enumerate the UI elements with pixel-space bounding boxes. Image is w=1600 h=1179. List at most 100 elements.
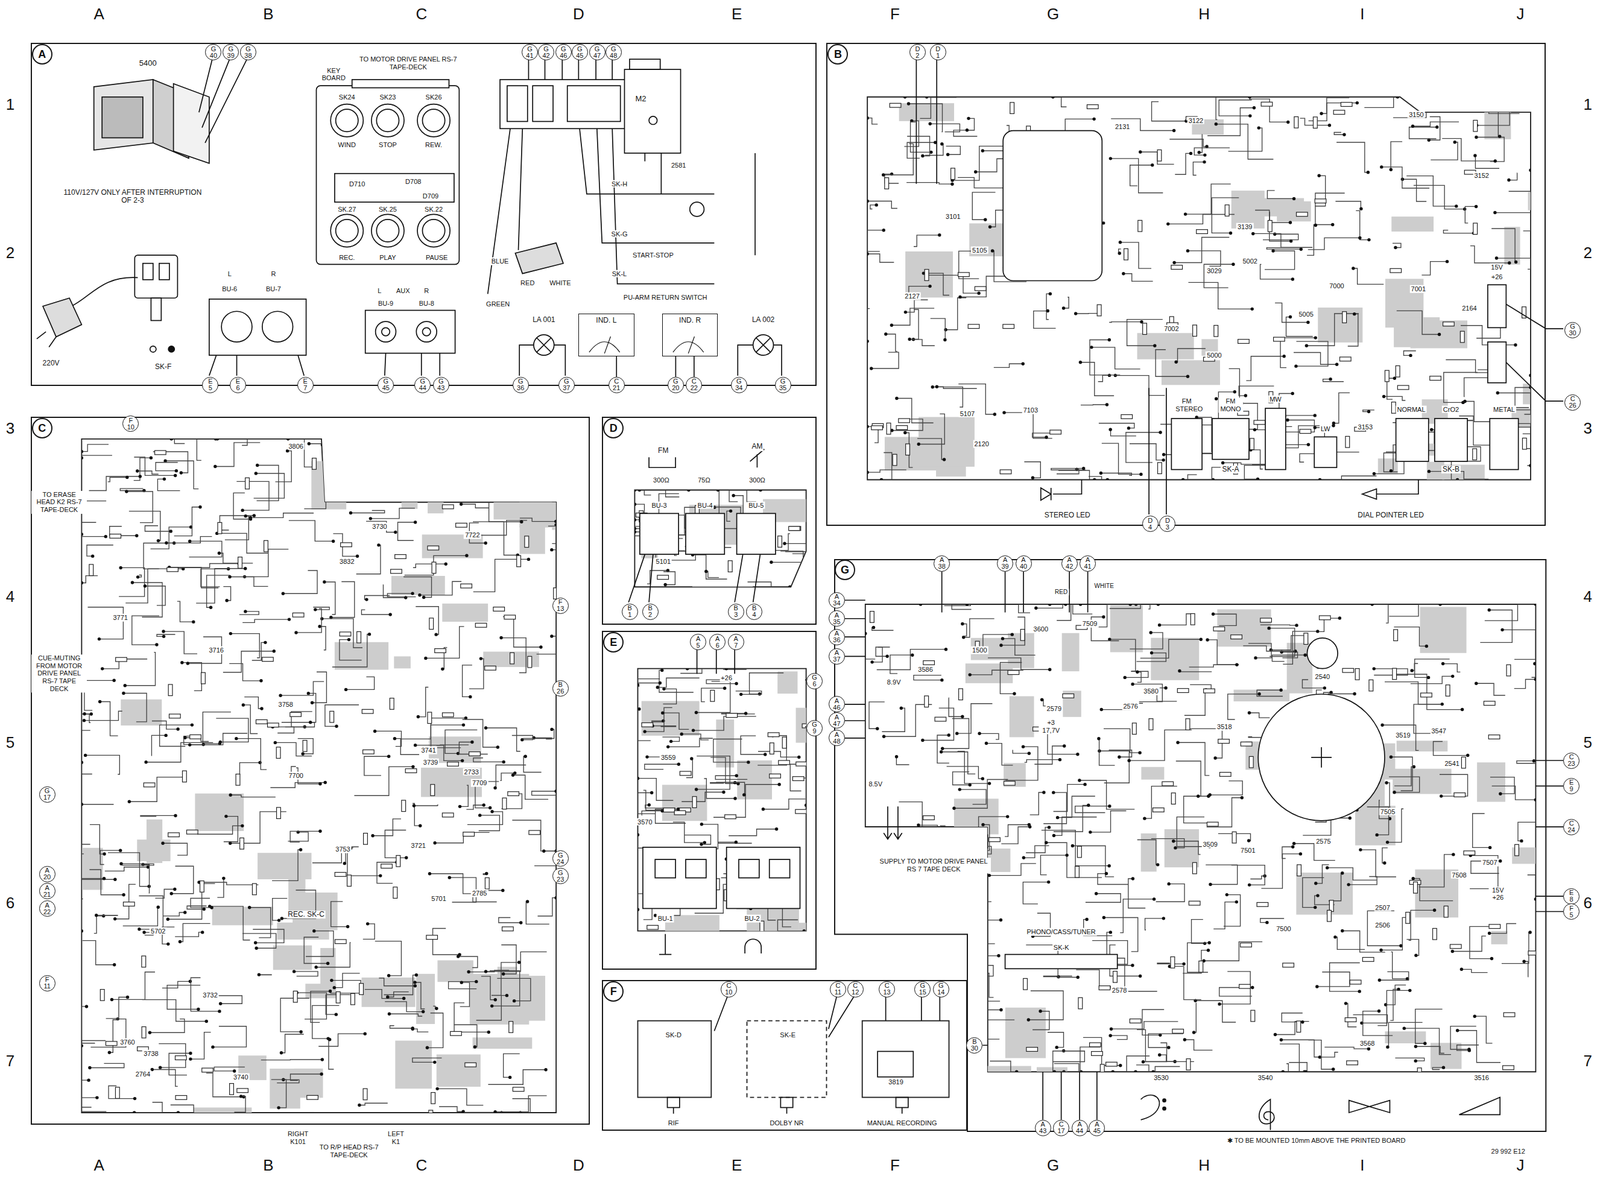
pcb-trace (189, 733, 248, 745)
pcb-trace (935, 903, 982, 928)
component-outline (427, 545, 440, 551)
solder-pad (1285, 418, 1289, 422)
solder-pad (166, 942, 170, 946)
pcb-trace (1024, 759, 1061, 763)
pcb-trace (867, 118, 878, 125)
solder-pad (1177, 669, 1181, 673)
solder-pad (385, 995, 389, 999)
solder-pad (156, 905, 160, 909)
component-outline (1049, 430, 1062, 435)
solder-pad (387, 1012, 391, 1016)
pcb-trace (1394, 767, 1414, 787)
solder-pad (1042, 790, 1046, 794)
pcb-trace (1125, 432, 1161, 463)
solder-pad (200, 930, 204, 934)
ground-plane (311, 461, 347, 510)
solder-pad (173, 887, 177, 891)
pcb-trace (1176, 348, 1206, 362)
pcb-trace (1296, 341, 1329, 367)
solder-pad (1162, 452, 1166, 456)
solder-pad (987, 873, 991, 877)
pcb-trace (144, 525, 171, 532)
solder-pad (80, 802, 84, 806)
solder-pad (1109, 930, 1113, 934)
component-outline (237, 1088, 249, 1093)
solder-pad (428, 872, 432, 876)
solder-pad (1331, 223, 1335, 227)
solder-pad (317, 624, 321, 628)
solder-pad (1189, 151, 1193, 155)
solder-pad (1106, 478, 1110, 482)
ground-plane (437, 960, 473, 982)
pcb-trace (1317, 972, 1350, 987)
solder-pad (1265, 920, 1269, 924)
solder-pad (113, 878, 117, 882)
solder-pad (1162, 916, 1166, 920)
solder-pad (1294, 623, 1298, 627)
solder-pad (1427, 469, 1431, 473)
board-outline (637, 668, 806, 932)
solder-pad (217, 1009, 221, 1013)
solder-pad (183, 736, 187, 740)
solder-pad (1463, 399, 1467, 403)
solder-pad (277, 918, 281, 922)
pcb-trace (913, 235, 940, 247)
solder-pad (478, 813, 482, 817)
pcb-trace (931, 922, 972, 944)
pcb-trace (1001, 616, 1025, 646)
solder-pad (1534, 677, 1538, 681)
pcb-trace (395, 448, 432, 456)
solder-pad (987, 781, 991, 785)
pcb-trace (212, 1026, 247, 1047)
pcb-trace (1119, 242, 1152, 269)
pcb-trace (1041, 830, 1110, 867)
solder-pad (422, 595, 426, 599)
solder-pad (273, 741, 277, 745)
pcb-trace (168, 1052, 191, 1075)
solder-pad (875, 203, 879, 207)
pcb-trace (331, 901, 348, 927)
pcb-trace (531, 791, 557, 796)
pcb-trace (1489, 97, 1520, 114)
pcb-trace (433, 928, 460, 955)
pcb-trace (1054, 1046, 1101, 1072)
solder-pad (433, 1060, 437, 1064)
solder-pad (1221, 461, 1225, 465)
solder-pad (1514, 260, 1518, 264)
solder-pad (387, 755, 391, 759)
ground-plane (984, 1066, 1032, 1087)
solder-pad (346, 925, 350, 929)
solder-pad (142, 930, 146, 934)
component-outline (504, 615, 516, 620)
solder-pad (400, 481, 404, 485)
solder-pad (326, 961, 330, 965)
solder-pad (928, 853, 932, 857)
ground-plane (1391, 216, 1434, 232)
solder-pad (243, 609, 247, 613)
pcb-trace (986, 743, 1013, 766)
pcb-trace (1327, 867, 1377, 880)
pcb-trace (883, 143, 914, 175)
pcb-trace (81, 762, 92, 774)
solder-pad (1358, 847, 1362, 851)
solder-pad (83, 753, 87, 757)
solder-pad (1455, 1028, 1459, 1032)
solder-pad (1389, 168, 1393, 172)
component-outline (1522, 437, 1527, 450)
solder-pad (378, 873, 382, 877)
pcb-trace (223, 816, 239, 842)
pcb-trace (162, 843, 187, 856)
solder-pad (373, 729, 377, 733)
solder-pad (80, 761, 84, 765)
solder-pad (202, 907, 206, 911)
pcb-trace (88, 607, 124, 640)
pcb-trace (967, 992, 1015, 1020)
pcb-trace (132, 615, 160, 645)
ground-plane (1217, 609, 1271, 647)
pcb-trace (383, 584, 406, 598)
component-outline (390, 569, 403, 574)
pcb-trace (1046, 293, 1050, 320)
solder-pad (1315, 984, 1319, 988)
pcb-trace (330, 980, 362, 994)
pcb-trace (1223, 462, 1270, 464)
